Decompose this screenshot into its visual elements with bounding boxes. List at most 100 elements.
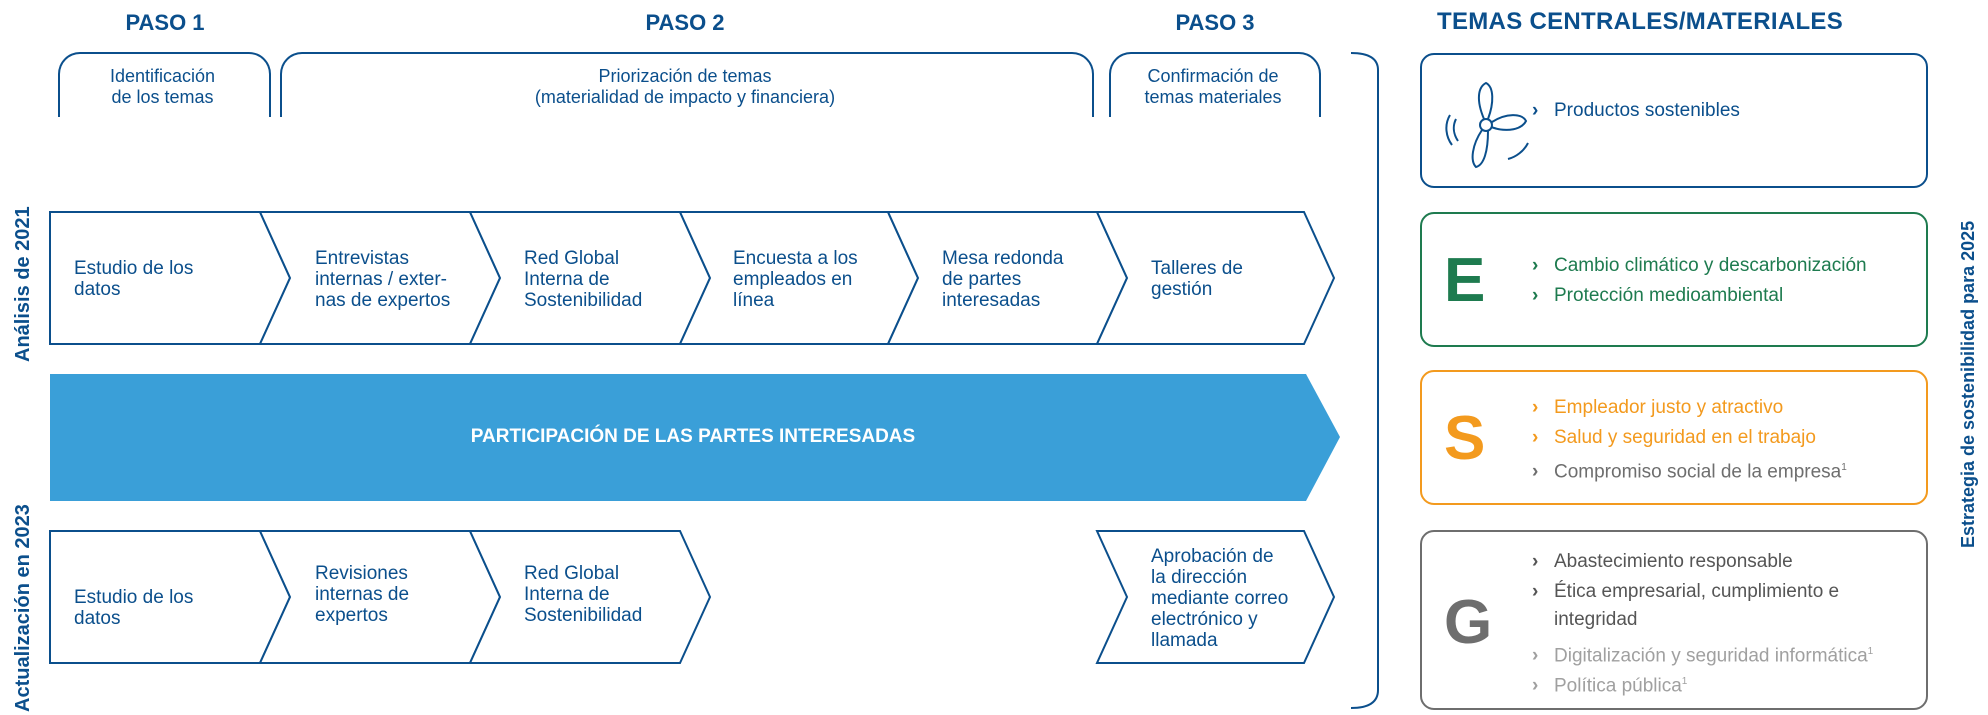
text-line: interesadas	[942, 290, 1041, 311]
paso-1-title: PASO 1	[125, 10, 205, 35]
text-line: expertos	[315, 605, 388, 626]
item-text: Abastecimiento responsable	[1554, 551, 1793, 572]
text-line: datos	[74, 608, 121, 629]
item-text: Protección medioambiental	[1554, 285, 1784, 306]
paso-3-title: PASO 3	[1175, 10, 1255, 35]
text-line: Red Global	[524, 248, 620, 269]
item-text: Política pública	[1554, 675, 1682, 697]
item-productos-sostenibles: › Productos sostenibles	[1532, 99, 1740, 122]
text-line: electrónico y	[1151, 609, 1258, 630]
bullet-mark: ›	[1532, 397, 1539, 418]
item-text: integridad	[1554, 609, 1638, 630]
item-text: Productos sostenibles	[1554, 100, 1740, 121]
chevron-aprobacion	[1095, 530, 1336, 664]
text-line: nas de expertos	[315, 290, 451, 311]
box-governance: G › Abastecimiento responsable › Ética emp…	[1420, 530, 1928, 710]
bracket-confirmacion-line1: Confirmación de	[1147, 66, 1279, 86]
bullet-mark: ›	[1532, 551, 1539, 572]
chevron-red-global-bottom	[468, 530, 712, 664]
letter-s: S	[1444, 404, 1486, 473]
step-estudio-datos-bottom: Estudio de los datos	[74, 587, 193, 629]
item-text: Empleador justo y atractivo	[1554, 397, 1784, 418]
bracket-identificacion-line2: de los temas	[111, 87, 214, 107]
bracket-identificacion-text: Identificación de los temas	[58, 66, 267, 108]
bottom-row-chevrons	[49, 530, 1336, 664]
footnote-mark: 1	[1867, 646, 1874, 657]
text-line: datos	[74, 279, 121, 300]
text-line: Revisiones	[315, 563, 408, 584]
wind-turbine-icon	[1445, 81, 1529, 169]
bracket-identificacion-line1: Identificación	[109, 66, 216, 86]
step-red-global-bottom: Red Global Interna de Sostenibilidad	[524, 563, 642, 626]
box-social: S ›Empleador justo y atractivo ›Salud y …	[1420, 370, 1928, 505]
bullet-mark: ›	[1532, 581, 1539, 602]
letter-e: E	[1444, 246, 1486, 315]
bullet-mark: ›	[1532, 675, 1539, 697]
bracket-priorizacion-text: Priorización de temas (materialidad de i…	[280, 66, 1090, 108]
participation-band	[50, 374, 1340, 501]
footnote-mark: 1	[1841, 462, 1847, 473]
letter-g: G	[1444, 588, 1493, 657]
text-line: Entrevistas	[315, 248, 409, 269]
step-talleres: Talleres de gestión	[1151, 258, 1243, 300]
bracket-priorizacion-line1: Priorización de temas	[598, 66, 772, 86]
bullet-mark: ›	[1532, 461, 1539, 483]
item-text: Cambio climático y descarbonización	[1554, 255, 1867, 276]
text-line: la dirección	[1151, 567, 1248, 588]
bracket-priorizacion	[280, 52, 1094, 117]
bracket-priorizacion-line2: (materialidad de impacto y financiera)	[534, 87, 836, 107]
item-digitalizacion: ›Digitalización y seguridad informática1	[1532, 640, 1873, 667]
text-line: llamada	[1151, 630, 1218, 651]
text-line: Estudio de los	[74, 258, 194, 279]
text-line: Talleres de	[1151, 258, 1243, 279]
item-empleador: › Empleador justo y atractivo	[1532, 396, 1783, 419]
text-line: Sostenibilidad	[524, 290, 643, 311]
step-revisiones: Revisiones internas de expertos	[315, 563, 409, 626]
bullet-mark: ›	[1532, 100, 1539, 121]
text-line: internas de	[315, 584, 410, 605]
item-proteccion-medioambiental: ›Protección medioambiental	[1532, 284, 1783, 307]
item-etica-empresarial: › Ética empresarial, cumplimiento e	[1532, 580, 1839, 603]
side-label-estrategia: Estrategia de sostenibilidad para 2025	[1958, 220, 1978, 548]
bracket-confirmacion-line2: temas materiales	[1144, 87, 1282, 107]
step-entrevistas: Entrevistas internas / exter- nas de exp…	[315, 248, 450, 311]
item-abastecimiento: › Abastecimiento responsable	[1532, 550, 1793, 573]
text-line: línea	[733, 290, 775, 311]
text-line: Red Global	[524, 563, 620, 584]
item-salud-seguridad: ›Salud y seguridad en el trabajo	[1532, 426, 1816, 449]
text-line: Mesa redonda	[942, 248, 1064, 269]
text-line: Encuesta a los	[733, 248, 858, 269]
text-line: internas / exter-	[315, 269, 447, 290]
text-line: Estudio de los	[74, 587, 194, 608]
topics-title: TEMAS CENTRALES/MATERIALES	[1437, 8, 1844, 35]
text-line: mediante correo	[1151, 588, 1289, 609]
top-row-chevrons	[49, 211, 1336, 345]
text-line: Aprobación de	[1151, 546, 1274, 567]
step-estudio-datos-top: Estudio de los datos	[74, 258, 193, 300]
bullet-mark: ›	[1532, 255, 1539, 276]
bracket-identificacion	[58, 52, 271, 117]
footnote-mark: 1	[1681, 676, 1688, 687]
box-environmental: E › Cambio climático y descarbonización ›…	[1420, 212, 1928, 347]
item-text: Ética empresarial, cumplimiento e	[1554, 581, 1840, 602]
item-text: Compromiso social de la empresa	[1554, 461, 1842, 483]
text-line: gestión	[1151, 279, 1213, 300]
step-red-global-top: Red Global Interna de Sostenibilidad	[524, 248, 642, 311]
step-encuesta: Encuesta a los empleados en línea	[733, 248, 858, 311]
item-compromiso-social: › Compromiso social de la empresa1	[1532, 456, 1847, 483]
box-productos-sostenibles: › Productos sostenibles	[1420, 53, 1928, 188]
paso-2-title: PASO 2	[645, 10, 725, 35]
text-line: Sostenibilidad	[524, 605, 643, 626]
item-text: Salud y seguridad en el trabajo	[1554, 427, 1816, 448]
bracket-confirmacion	[1109, 52, 1321, 117]
participation-band-label: PARTICIPACIÓN DE LAS PARTES INTERESADAS	[470, 426, 916, 447]
topics-brace	[1350, 52, 1379, 709]
item-etica-empresarial-cont: integridad	[1554, 608, 1637, 631]
bullet-mark: ›	[1532, 645, 1539, 667]
text-line: Interna de	[524, 584, 610, 605]
item-cambio-climatico: › Cambio climático y descarbonización	[1532, 254, 1867, 277]
text-line: de partes	[942, 269, 1022, 290]
step-mesa-redonda: Mesa redonda de partes interesadas	[942, 248, 1063, 311]
text-line: Interna de	[524, 269, 610, 290]
bracket-confirmacion-text: Confirmación de temas materiales	[1109, 66, 1317, 108]
